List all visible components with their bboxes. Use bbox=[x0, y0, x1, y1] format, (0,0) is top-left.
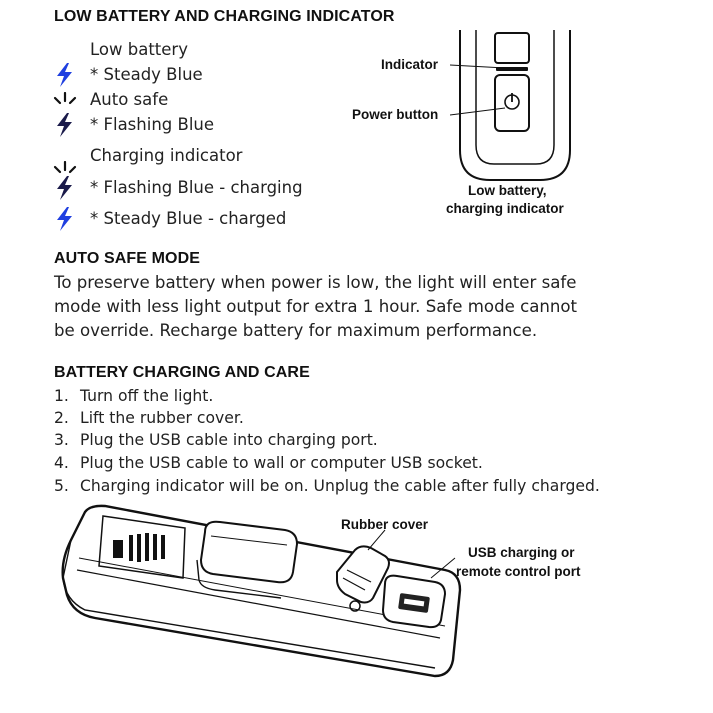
list-item-steady-charged: * Steady Blue - charged bbox=[90, 209, 287, 228]
section-title-indicator: LOW BATTERY AND CHARGING INDICATOR bbox=[54, 8, 395, 25]
list-item-low-battery: Low battery bbox=[90, 40, 188, 59]
bolt-icon bbox=[57, 176, 72, 200]
step-number: 4. bbox=[54, 454, 69, 472]
step-text: Turn off the light. bbox=[80, 387, 214, 405]
port-label-line2: remote control port bbox=[456, 564, 581, 579]
diagram-caption-line1: Low battery, bbox=[468, 183, 547, 198]
step-item: 5. Charging indicator will be on. Unplug … bbox=[54, 477, 600, 495]
device-side-diagram bbox=[61, 504, 462, 678]
power-button-label: Power button bbox=[352, 107, 439, 122]
step-number: 5. bbox=[54, 477, 69, 495]
paragraph-line: be override. Recharge battery for maximu… bbox=[54, 321, 538, 340]
indicator-label: Indicator bbox=[381, 57, 439, 72]
step-number: 2. bbox=[54, 409, 69, 427]
bolt-icon bbox=[57, 63, 72, 87]
step-item: 4. Plug the USB cable to wall or computer… bbox=[54, 454, 483, 472]
section-title-charging-care: BATTERY CHARGING AND CARE bbox=[54, 364, 310, 381]
paragraph-line: To preserve battery when power is low, t… bbox=[54, 273, 577, 292]
section-title-auto-safe: AUTO SAFE MODE bbox=[54, 250, 201, 267]
auto-safe-paragraph: To preserve battery when power is low, t… bbox=[54, 271, 654, 343]
device-top-diagram bbox=[450, 30, 571, 181]
bolt-icon bbox=[57, 113, 72, 137]
step-text: Plug the USB cable to wall or computer U… bbox=[80, 454, 483, 472]
step-text: Plug the USB cable into charging port. bbox=[80, 431, 378, 449]
list-item-charging-indicator: Charging indicator bbox=[90, 146, 243, 165]
paragraph-line: mode with less light output for extra 1 … bbox=[54, 297, 578, 316]
bolt-icon bbox=[57, 207, 72, 231]
step-item: 2. Lift the rubber cover. bbox=[54, 409, 244, 427]
step-item: 3. Plug the USB cable into charging port. bbox=[54, 431, 378, 449]
step-number: 1. bbox=[54, 387, 69, 405]
list-item-auto-safe: Auto safe bbox=[90, 90, 169, 109]
list-item-steady-blue: * Steady Blue bbox=[90, 65, 203, 84]
step-item: 1. Turn off the light. bbox=[54, 387, 213, 405]
diagram-caption-line2: charging indicator bbox=[446, 201, 564, 216]
step-text: Lift the rubber cover. bbox=[80, 409, 244, 427]
port-label-line1: USB charging or bbox=[468, 545, 575, 560]
flash-rays-icon bbox=[53, 161, 77, 174]
step-number: 3. bbox=[54, 431, 69, 449]
flash-rays-icon bbox=[53, 92, 77, 105]
list-item-flashing-blue: * Flashing Blue bbox=[90, 115, 215, 134]
rubber-cover-label: Rubber cover bbox=[341, 517, 429, 532]
list-item-flashing-charging: * Flashing Blue - charging bbox=[90, 178, 303, 197]
step-text: Charging indicator will be on. Unplug th… bbox=[80, 477, 600, 495]
